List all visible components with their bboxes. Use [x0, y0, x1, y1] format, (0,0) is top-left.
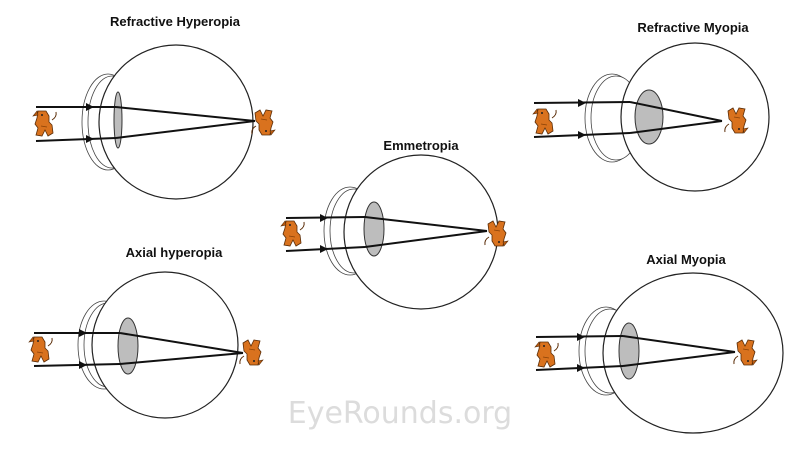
watermark-text: EyeRounds.org	[288, 396, 512, 431]
diagram-title: Axial hyperopia	[126, 245, 224, 260]
object-dog-figure	[534, 341, 559, 368]
light-ray	[115, 120, 256, 139]
ray-arrow	[320, 214, 328, 222]
diagram-title: Axial Myopia	[646, 252, 726, 267]
light-ray	[364, 216, 488, 232]
light-ray	[35, 137, 117, 142]
lens	[117, 317, 139, 375]
light-ray	[115, 106, 256, 122]
light-ray	[629, 101, 723, 122]
diagram-axial-myopia: Axial Myopia	[534, 252, 784, 434]
light-ray	[622, 351, 736, 367]
ray-arrow	[577, 333, 585, 341]
diagram-title: Refractive Myopia	[637, 20, 749, 35]
ray-arrow	[79, 361, 87, 369]
diagram-title: Emmetropia	[383, 138, 459, 153]
diagram-refractive-hyperopia: Refractive Hyperopia	[32, 14, 276, 200]
lens	[634, 89, 664, 145]
image-dog-figure	[251, 109, 276, 136]
light-ray	[119, 352, 244, 365]
ray-arrow	[577, 364, 585, 372]
ray-arrow	[79, 329, 87, 337]
image-dog-figure	[239, 339, 264, 366]
light-ray	[629, 120, 723, 134]
object-dog-figure	[32, 110, 57, 137]
light-ray	[119, 332, 244, 354]
eye-globe	[602, 272, 784, 434]
eye-globe	[91, 271, 239, 419]
ray-arrow	[578, 131, 586, 139]
diagram-title: Refractive Hyperopia	[110, 14, 241, 29]
diagram-emmetropia: Emmetropia	[280, 138, 509, 310]
light-ray	[622, 335, 736, 353]
light-ray	[33, 363, 121, 367]
object-dog-figure	[532, 108, 557, 135]
eye-globe	[620, 42, 770, 192]
ray-arrow	[578, 99, 586, 107]
diagram-axial-hyperopia: Axial hyperopia	[28, 245, 264, 419]
object-dog-figure	[28, 336, 53, 363]
ray-arrow	[86, 103, 94, 111]
object-dog-figure	[280, 220, 305, 247]
lens	[363, 201, 385, 257]
ray-arrow	[320, 245, 328, 253]
ray-arrow	[86, 135, 94, 143]
diagram-refractive-myopia: Refractive Myopia	[532, 20, 770, 192]
light-ray	[364, 230, 488, 248]
lens	[113, 91, 123, 149]
lens	[618, 322, 640, 380]
